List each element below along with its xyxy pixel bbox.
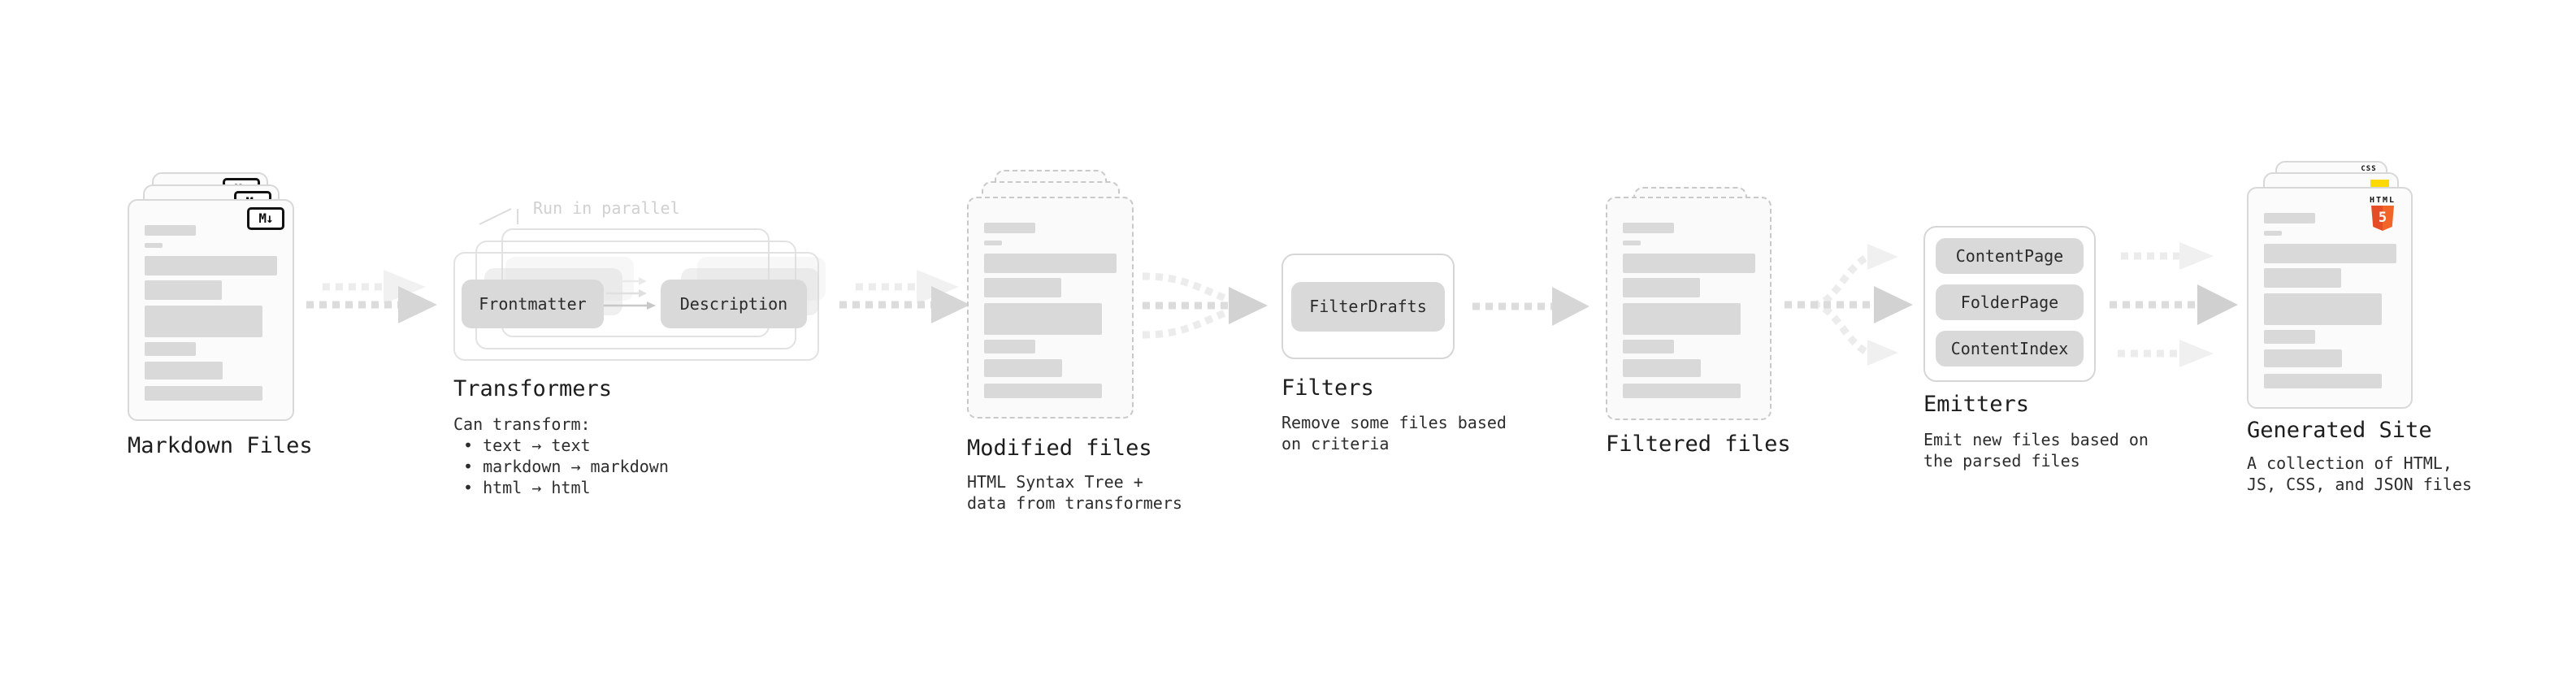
- emitters-description: Emit new files based on the parsed files: [1923, 430, 2149, 471]
- bullet-item: • markdown → markdown: [463, 457, 669, 476]
- filterdrafts-button: FilterDrafts: [1291, 281, 1445, 332]
- generated-site-description: A collection of HTML, JS, CSS, and JSON …: [2247, 453, 2472, 494]
- markdown-files-label: Markdown Files: [128, 433, 313, 458]
- filtered-files-label: Filtered files: [1606, 432, 1791, 457]
- arrow-filters-to-filtered: [1472, 287, 1589, 326]
- contentpage-button: ContentPage: [1936, 238, 2084, 274]
- filters-label: Filters: [1281, 375, 1374, 401]
- file-card-front: M↓: [128, 199, 294, 421]
- modified-files-description: HTML Syntax Tree + data from transformer…: [967, 472, 1182, 513]
- can-transform-title: Can transform:: [453, 414, 591, 434]
- transformers-label: Transformers: [453, 376, 613, 401]
- bullet-item: • text → text: [463, 436, 591, 455]
- file-card-front: HTML 5: [2247, 187, 2413, 409]
- arrow-modified-to-filters: [1142, 272, 1268, 339]
- emitters-label: Emitters: [1923, 392, 2030, 417]
- javascript-icon: [2370, 180, 2389, 188]
- transformer-box-front: [453, 252, 819, 361]
- filters-description: Remove some files based on criteria: [1281, 413, 1507, 453]
- generated-site-label: Generated Site: [2247, 418, 2432, 443]
- emitters-panel: ContentPage FolderPage ContentIndex: [1923, 226, 2096, 382]
- file-card-front: [967, 197, 1134, 419]
- description-step: Description: [661, 280, 807, 328]
- arrow-emitters-to-generated: [2110, 242, 2238, 367]
- frontmatter-step: Frontmatter: [462, 280, 604, 328]
- bullet-item: • html → html: [463, 478, 591, 497]
- parallel-step-arrows: [600, 277, 656, 310]
- filtered-files-stack: [1606, 159, 1801, 436]
- modified-files-stack: [967, 159, 1162, 436]
- transformers-description: Can transform: • text → text • markdown …: [453, 414, 669, 498]
- filters-panel: FilterDrafts: [1281, 254, 1455, 359]
- arrow-filtered-to-emitters: [1785, 244, 1913, 366]
- markdown-icon: M↓: [247, 207, 284, 230]
- file-card-front: [1606, 197, 1772, 420]
- run-in-parallel-annotation: Run in parallel: [533, 198, 680, 218]
- arrow-transformers-to-modified: [839, 270, 970, 323]
- modified-files-label: Modified files: [967, 436, 1152, 461]
- arrow-markdown-to-transformers: [306, 270, 437, 323]
- contentindex-button: ContentIndex: [1936, 331, 2084, 367]
- generated-site-stack: CSS HTML 5: [2247, 159, 2442, 436]
- html5-icon: HTML 5: [2364, 196, 2401, 231]
- annotation-line: [479, 208, 518, 225]
- markdown-files-stack: M↓ M↓ M↓: [128, 159, 323, 436]
- folderpage-button: FolderPage: [1936, 284, 2084, 320]
